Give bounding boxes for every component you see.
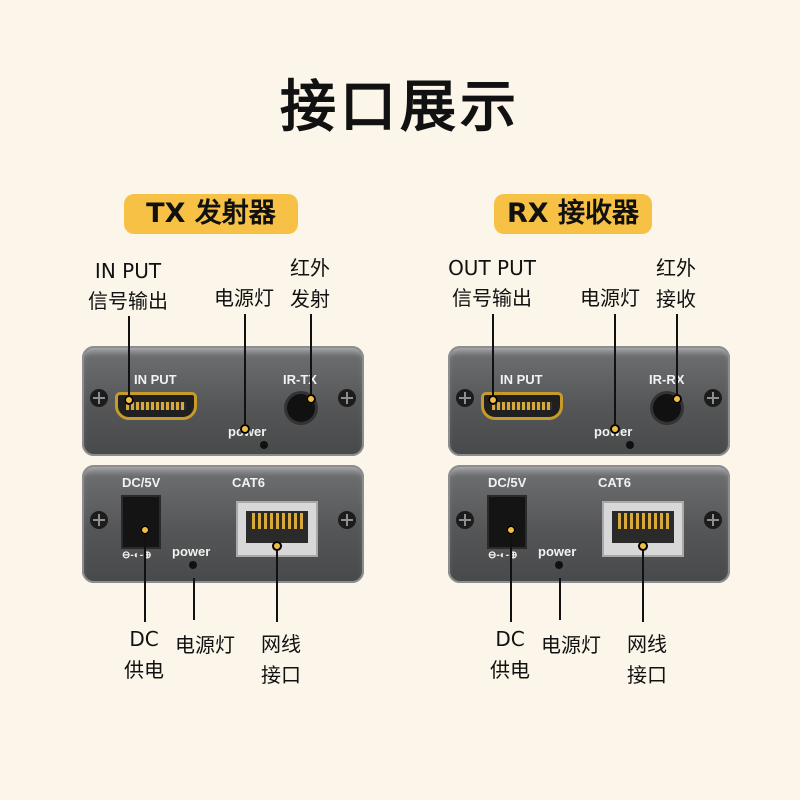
- tx-power-led-bottom-label: 电源灯: [175, 633, 235, 657]
- screw-icon: [338, 389, 356, 407]
- rx-dc-label-2: 供电: [490, 658, 530, 682]
- page-title: 接口展示: [280, 75, 520, 140]
- led-icon: [555, 561, 563, 569]
- rx-polarity-icon: ⊖-◐-⊕: [488, 550, 518, 561]
- tx-ir-port-label: IR-TX: [283, 372, 317, 387]
- led-icon: [626, 441, 634, 449]
- rx-dc-label-1: DC: [495, 627, 525, 651]
- screw-icon: [338, 511, 356, 529]
- tx-dc-label-2: 供电: [124, 658, 164, 682]
- tx-net-pointer: [276, 546, 278, 622]
- tx-ir-label-1: 红外: [290, 256, 330, 280]
- rx-dc-label: DC/5V: [488, 475, 527, 490]
- rx-heading: RX 接收器: [494, 194, 652, 234]
- tx-power-pointer: [244, 314, 246, 430]
- tx-back-power-label: power: [172, 544, 211, 559]
- tx-dc-label: DC/5V: [122, 475, 161, 490]
- tx-net-dot: [272, 541, 282, 551]
- tx-input-pointer: [128, 316, 130, 400]
- rx-back-power-label: power: [538, 544, 577, 559]
- tx-dc-label-1: DC: [129, 627, 159, 651]
- screw-icon: [90, 389, 108, 407]
- rx-cat6-label: CAT6: [598, 475, 631, 490]
- screw-icon: [456, 389, 474, 407]
- tx-dc-dot: [140, 525, 150, 535]
- screw-icon: [704, 389, 722, 407]
- rx-output-pointer: [492, 314, 494, 400]
- tx-input-label-en: IN PUT: [94, 259, 162, 283]
- rx-power-led-bottom-label: 电源灯: [541, 633, 601, 657]
- tx-power-led-label: 电源灯: [214, 286, 274, 310]
- tx-back-panel: DC/5V ⊖-◐-⊕ power CAT6: [82, 465, 364, 583]
- rx-dc-dot: [506, 525, 516, 535]
- tx-dc-pointer: [144, 530, 146, 622]
- rx-ir-label-2: 接收: [656, 287, 696, 311]
- rx-output-dot: [488, 395, 498, 405]
- tx-ir-pointer: [310, 314, 312, 396]
- tx-power-bottom-pointer: [193, 578, 195, 620]
- dc-jack-icon: [121, 495, 161, 549]
- rx-back-panel: DC/5V ⊖-◐-⊕ power CAT6: [448, 465, 730, 583]
- tx-cat6-label: CAT6: [232, 475, 265, 490]
- tx-polarity-icon: ⊖-◐-⊕: [122, 550, 152, 561]
- tx-input-label-cn: 信号输出: [88, 289, 168, 313]
- screw-icon: [456, 511, 474, 529]
- rx-net-pointer: [642, 546, 644, 622]
- screw-icon: [90, 511, 108, 529]
- tx-net-label-2: 接口: [261, 663, 301, 687]
- rx-net-label-2: 接口: [627, 663, 667, 687]
- rx-output-label-cn: 信号输出: [452, 286, 532, 310]
- rx-net-dot: [638, 541, 648, 551]
- tx-heading: TX 发射器: [124, 194, 298, 234]
- rx-net-label-1: 网线: [627, 632, 667, 656]
- rx-dc-pointer: [510, 530, 512, 622]
- rx-ir-label-1: 红外: [656, 256, 696, 280]
- tx-input-dot: [124, 395, 134, 405]
- rx-output-label-en: OUT PUT: [448, 256, 536, 280]
- tx-ir-dot: [306, 394, 316, 404]
- rx-ir-port-label: IR-RX: [649, 372, 685, 387]
- rx-power-led-label: 电源灯: [580, 286, 640, 310]
- rx-hdmi-port-label: IN PUT: [500, 372, 543, 387]
- led-icon: [189, 561, 197, 569]
- hdmi-port-icon: [115, 392, 197, 420]
- rx-power-dot: [610, 424, 620, 434]
- rx-power-pointer: [614, 314, 616, 430]
- tx-power-dot: [240, 424, 250, 434]
- rx-ir-pointer: [676, 314, 678, 396]
- tx-net-label-1: 网线: [261, 632, 301, 656]
- rx-power-bottom-pointer: [559, 578, 561, 620]
- tx-ir-label-2: 发射: [290, 287, 330, 311]
- tx-hdmi-port-label: IN PUT: [134, 372, 177, 387]
- screw-icon: [704, 511, 722, 529]
- tx-front-panel: IN PUT IR-TX power: [82, 346, 364, 456]
- rx-ir-dot: [672, 394, 682, 404]
- led-icon: [260, 441, 268, 449]
- dc-jack-icon: [487, 495, 527, 549]
